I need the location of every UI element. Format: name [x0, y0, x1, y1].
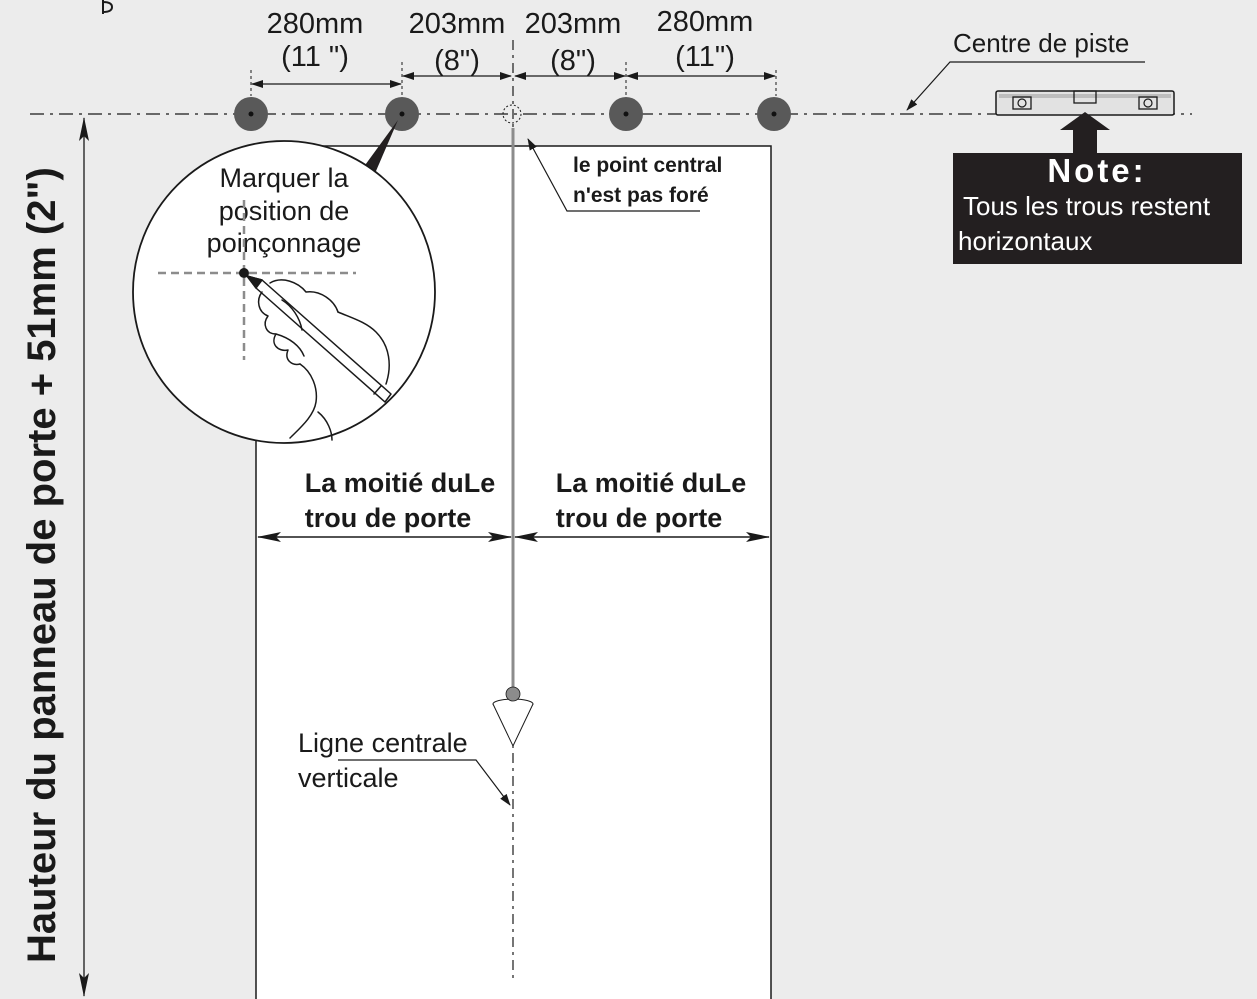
height-label: Hauteur du panneau de porte + 51mm (2") [20, 167, 64, 963]
hole-2 [385, 97, 419, 131]
half-left-line-2: trou de porte [305, 503, 472, 533]
dim-label-1-in: (11 ") [281, 41, 349, 73]
callout-line-1: Marquer la [219, 163, 349, 193]
callout-line-3: poinçonnage [207, 228, 362, 258]
note-title: Note: [1047, 152, 1146, 189]
half-right-line-2: trou de porte [556, 503, 723, 533]
center-note-leader [527, 138, 700, 212]
dim-label-4-in: (11") [675, 41, 735, 73]
note-arrow-icon [1060, 112, 1110, 156]
track-center-label: Centre de piste [953, 28, 1129, 58]
hand-pencil-icon [246, 275, 392, 441]
track-center-leader [906, 61, 1145, 111]
hole-3 [609, 97, 643, 131]
dim-label-3-in: (8") [550, 45, 596, 77]
half-left-line-1: La moitié duLe [305, 468, 496, 498]
vertical-center-leader [338, 759, 511, 806]
half-right-line-1: La moitié duLe [556, 468, 747, 498]
note-line-2: horizontaux [958, 226, 1092, 256]
cropped-glyph [102, 0, 114, 14]
dim-label-3-mm: 203mm [525, 8, 622, 40]
dim-label-2-mm: 203mm [409, 8, 506, 40]
hole-1 [234, 97, 268, 131]
vertical-center-line-2: verticale [298, 763, 399, 793]
callout-line-2: position de [219, 196, 350, 226]
spirit-level-icon [995, 90, 1175, 116]
center-note-line-1: le point central [573, 154, 722, 177]
dim-label-1-mm: 280mm [267, 8, 364, 40]
note-line-1: Tous les trous restent [963, 191, 1211, 221]
dim-label-2-in: (8") [434, 45, 480, 77]
center-note-line-2: n'est pas foré [573, 184, 709, 207]
note-box [953, 153, 1242, 264]
plumb-bob-icon [492, 686, 534, 748]
center-point-undrilled [502, 104, 522, 124]
dim-label-4-mm: 280mm [657, 6, 754, 38]
vertical-center-line-1: Ligne centrale [298, 728, 468, 758]
hole-4 [757, 97, 791, 131]
